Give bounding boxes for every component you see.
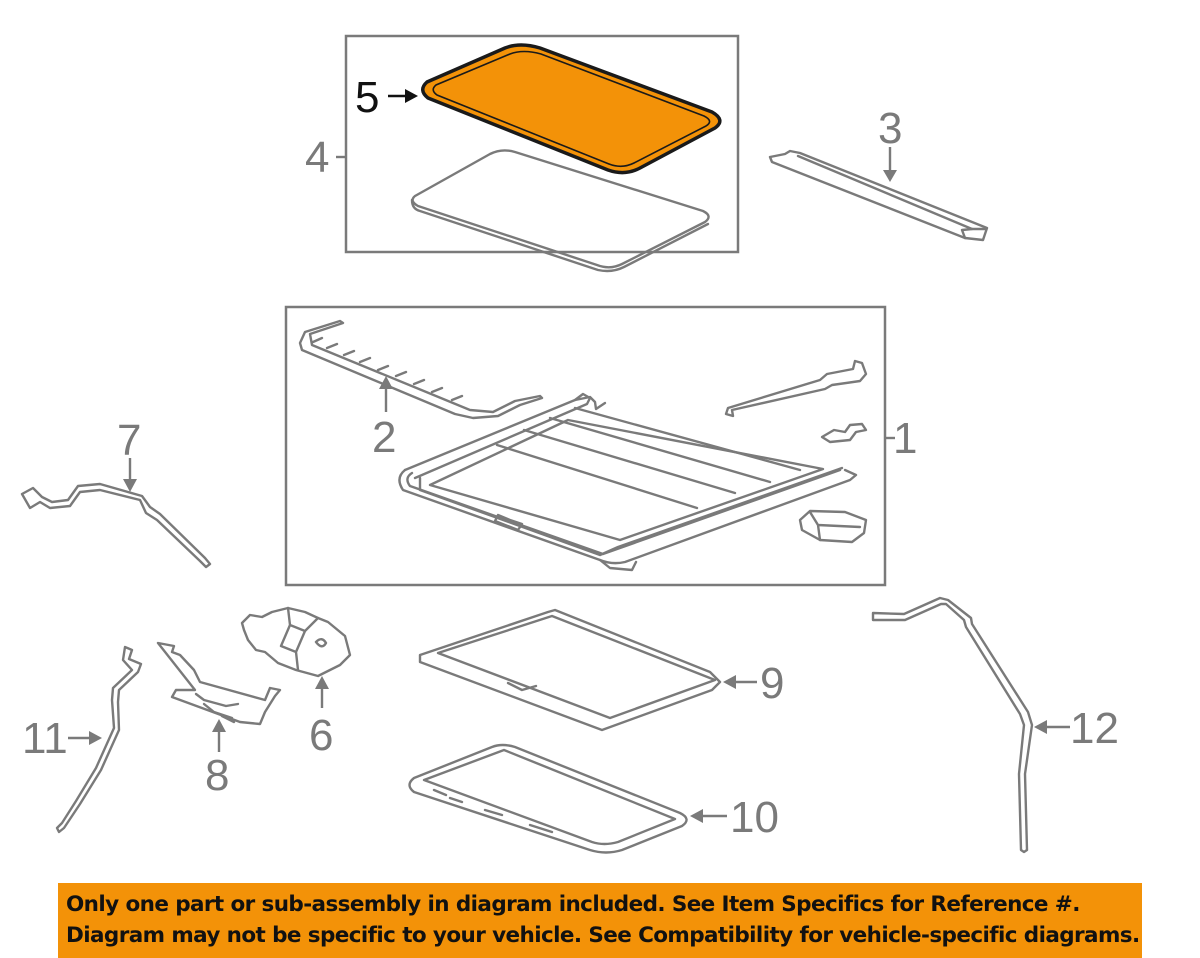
callout-7[interactable]: 8 [205,751,229,800]
callout-3[interactable]: 3 [878,104,902,153]
part-6-motor[interactable] [240,606,352,678]
part-7-bracket[interactable] [156,641,282,726]
callout-8[interactable]: 7 [117,416,141,465]
callout-9[interactable]: 9 [760,659,784,708]
part-9-sunshade[interactable] [418,608,722,732]
callout-10[interactable]: 10 [730,793,779,842]
part-10-trim-frame[interactable] [408,743,688,854]
part-3-rail[interactable] [768,149,989,242]
part-5-seal[interactable] [421,43,722,175]
glass-panel [410,149,710,273]
callout-12[interactable]: 12 [1070,704,1119,753]
part-8-harness[interactable] [20,482,212,569]
disclaimer-banner: Only one part or sub-assembly in diagram… [58,883,1142,958]
sunroof-frame [398,392,858,572]
group-box-1 [284,305,887,587]
callout-2[interactable]: 2 [372,413,396,462]
disclaimer-line-2: Diagram may not be specific to your vehi… [66,923,1140,948]
callout-6[interactable]: 6 [309,711,333,760]
callout-11[interactable]: 11 [22,714,68,763]
frame-small-parts [724,359,868,544]
part-2-front-guide[interactable] [298,319,544,420]
callout-4[interactable]: 4 [305,133,329,182]
disclaimer-line-1: Only one part or sub-assembly in diagram… [66,892,1080,917]
part-11-drain-hose[interactable] [55,645,143,834]
callout-1[interactable]: 1 [893,414,917,463]
part-12-drain-hose[interactable] [871,596,1034,854]
callout-5[interactable]: 5 [355,73,379,122]
